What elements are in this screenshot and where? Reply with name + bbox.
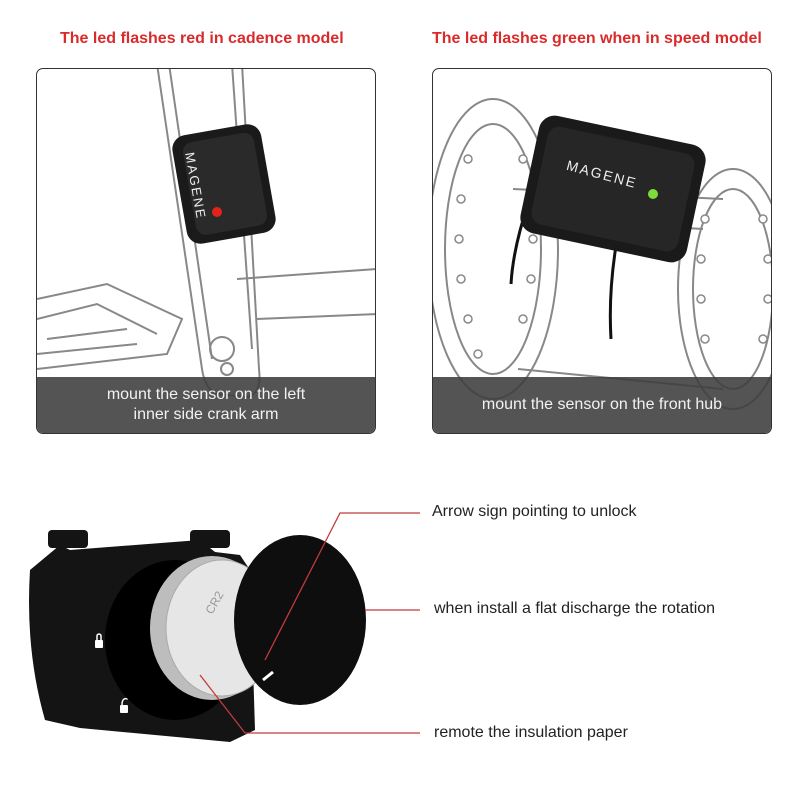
battery-cover (234, 535, 366, 705)
lock-icon (95, 633, 103, 648)
callout-flat-discharge: when install a flat discharge the rotati… (434, 600, 716, 617)
speed-title: The led flashes green when in speed mode… (432, 30, 762, 47)
cadence-panel: MAGENE mount the sensor on the left inne… (36, 68, 376, 434)
cadence-caption-line2: inner side crank arm (133, 406, 279, 423)
red-led-icon (212, 207, 222, 217)
speed-sensor (520, 115, 706, 263)
callout-insulation-paper: remote the insulation paper (434, 724, 628, 741)
cadence-title: The led flashes red in cadence model (60, 30, 344, 47)
speed-caption-text: mount the sensor on the front hub (481, 396, 723, 413)
cadence-caption-line1: mount the sensor on the left (106, 386, 306, 403)
green-led-icon (648, 189, 658, 199)
leader-lines (199, 512, 420, 734)
unlock-icon (120, 697, 129, 713)
cadence-sensor (172, 124, 276, 244)
speed-panel: MAGENE mount the sensor on the front hub (432, 68, 772, 434)
battery-cover-diagram: CR2 (29, 512, 420, 742)
callout-arrow-unlock: Arrow sign pointing to unlock (432, 503, 637, 520)
crank-arm-illustration (37, 69, 375, 399)
speed-caption: mount the sensor on the front hub (433, 377, 771, 433)
cadence-caption: mount the sensor on the left inner side … (37, 377, 375, 433)
